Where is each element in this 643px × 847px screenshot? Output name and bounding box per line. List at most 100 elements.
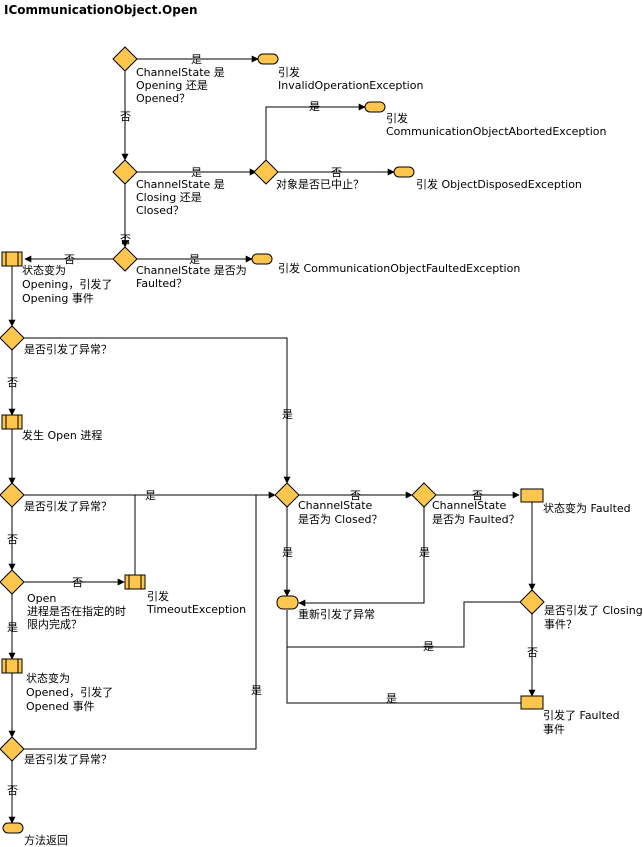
d1-label: ChannelState 是 Opening 还是 Opened？ — [136, 66, 228, 105]
text-line: 引发了 Faulted — [543, 708, 620, 722]
text-line: 进程是否在指定的时 — [27, 604, 126, 618]
text-line: Faulted？ — [136, 277, 187, 290]
edge-faultedevt-to-rethrow — [286, 610, 521, 704]
text-line: 是否为 Closed？ — [298, 513, 382, 526]
decision-diamond-closed — [274, 482, 300, 508]
edge-exc3-yes — [24, 495, 257, 750]
label-no: 否 — [64, 253, 75, 266]
label-no: 否 — [350, 489, 361, 502]
opening-process-label: 状态变为 Opening，引发了 Opening 事件 — [22, 263, 116, 305]
open-process-label: 发生 Open 进程 — [22, 428, 102, 442]
decision-diamond-timely — [0, 569, 25, 595]
text-line: Closing 还是 — [136, 191, 202, 204]
timeout-label: 引发 TimeoutException — [146, 589, 246, 616]
faulted-event-label: 引发了 Faulted 事件 — [543, 708, 623, 736]
text-line: 引发 — [147, 589, 169, 603]
shapes — [0, 46, 545, 834]
node-labels: ChannelState 是 Opening 还是 Opened？ 引发 Inv… — [22, 65, 643, 847]
text-line: ChannelState — [298, 499, 373, 512]
text-line: 是否引发了异常？ — [24, 752, 112, 766]
label-no: 否 — [527, 646, 538, 659]
edge-labels: 是 否 是 是 否 否 是 否 是 否 是 否 否 是 是 否 否 是 否 是 … — [7, 53, 538, 797]
label-no: 否 — [331, 166, 342, 179]
label-no: 否 — [7, 376, 18, 389]
label-yes: 是 — [282, 408, 293, 421]
edge-faulted-yes — [298, 507, 425, 607]
text-line: ChannelState 是 — [136, 66, 225, 79]
invalid-operation-label: 引发 InvalidOperationException — [278, 65, 423, 92]
text-line: 方法返回 — [24, 833, 68, 847]
text-line: ChannelState — [432, 499, 507, 512]
text-line: Opening 事件 — [22, 292, 94, 305]
text-line: Opened 事件 — [26, 700, 95, 713]
edge-aborted-yes — [265, 103, 366, 161]
text-line: Opening 还是 — [136, 79, 208, 92]
terminator-return — [2, 822, 24, 834]
exc2-label: 是否引发了异常？ — [24, 499, 112, 513]
aborted-check-label: 对象是否已中止？ — [276, 177, 364, 191]
decision-diamond-exc3 — [0, 736, 25, 762]
label-yes: 是 — [282, 546, 293, 559]
exc1-label: 是否引发了异常？ — [24, 342, 112, 356]
label-yes: 是 — [145, 489, 156, 502]
text-line: CommunicationObjectAbortedException — [386, 125, 607, 138]
text-line: 是否引发了异常？ — [24, 499, 112, 513]
d3-label: ChannelState 是否为 Faulted？ — [136, 264, 250, 290]
text-line: 重新引发了异常 — [298, 607, 375, 621]
timely-check-label: Open 进程是否在指定的时 限内完成？ — [27, 592, 130, 631]
text-line: 限内完成？ — [27, 617, 82, 631]
terminator-faulted-exception — [251, 253, 273, 265]
decision-diamond-d3 — [112, 246, 138, 272]
d2-label: ChannelState 是 Closing 还是 Closed？ — [136, 178, 228, 217]
label-yes: 是 — [191, 53, 202, 66]
opened-process-label: 状态变为 Opened，引发了 Opened 事件 — [26, 671, 117, 713]
text-line: 事件 — [543, 723, 565, 736]
label-no: 否 — [472, 489, 483, 502]
decision-diamond-closing-event — [519, 589, 545, 615]
decision-diamond-exc2 — [0, 482, 25, 508]
text-line: 是否为 Faulted？ — [432, 513, 520, 526]
label-yes: 是 — [386, 692, 397, 705]
process-open — [1, 414, 23, 430]
text-line: Closed？ — [136, 204, 184, 217]
faulted-check-label: ChannelState 是否为 Faulted？ — [432, 499, 520, 526]
text-line: 引发 — [278, 65, 300, 79]
edge-exc1-yes — [24, 337, 291, 484]
text-line: 是否引发了异常？ — [24, 342, 112, 356]
text-line: 引发 ObjectDisposedException — [416, 177, 582, 191]
text-line: 状态变为 — [26, 671, 70, 685]
text-line: TimeoutException — [146, 603, 246, 616]
label-no: 否 — [72, 576, 83, 589]
aborted-exception-label: 引发 CommunicationObjectAbortedException — [386, 111, 607, 138]
text-line: 是否引发了 Closing — [544, 603, 643, 617]
process-timeout — [124, 574, 146, 590]
to-faulted-label: 状态变为 Faulted — [543, 501, 631, 515]
faulted-exception-label: 引发 CommunicationObjectFaultedException — [278, 261, 520, 275]
label-yes: 是 — [7, 621, 18, 634]
label-yes: 是 — [251, 684, 262, 697]
label-no: 否 — [7, 533, 18, 546]
text-line: Opening，引发了 — [22, 277, 112, 291]
process-opened — [1, 658, 23, 674]
text-line: ChannelState 是 — [136, 178, 225, 191]
return-label: 方法返回 — [24, 833, 68, 847]
diagram-title: ICommunicationObject.Open — [4, 3, 198, 17]
text-line: InvalidOperationException — [278, 79, 423, 92]
label-yes: 是 — [189, 253, 200, 266]
text-line: 发生 Open 进程 — [22, 428, 102, 442]
label-yes: 是 — [191, 166, 202, 179]
process-to-faulted — [520, 488, 544, 503]
text-line: Open — [27, 592, 56, 605]
label-yes: 是 — [423, 640, 434, 653]
terminator-rethrow — [276, 595, 299, 610]
text-line: 引发 CommunicationObjectFaultedException — [278, 261, 520, 275]
closed-check-label: ChannelState 是否为 Closed？ — [298, 499, 382, 526]
text-line: ChannelState 是否为 — [136, 264, 247, 277]
terminator-aborted — [364, 101, 386, 113]
decision-diamond-aborted — [253, 159, 279, 185]
text-line: Opened，引发了 — [26, 685, 113, 699]
terminator-disposed — [393, 166, 415, 178]
label-yes: 是 — [419, 546, 430, 559]
text-line: 对象是否已中止？ — [276, 177, 364, 191]
text-line: 引发 — [386, 111, 408, 125]
